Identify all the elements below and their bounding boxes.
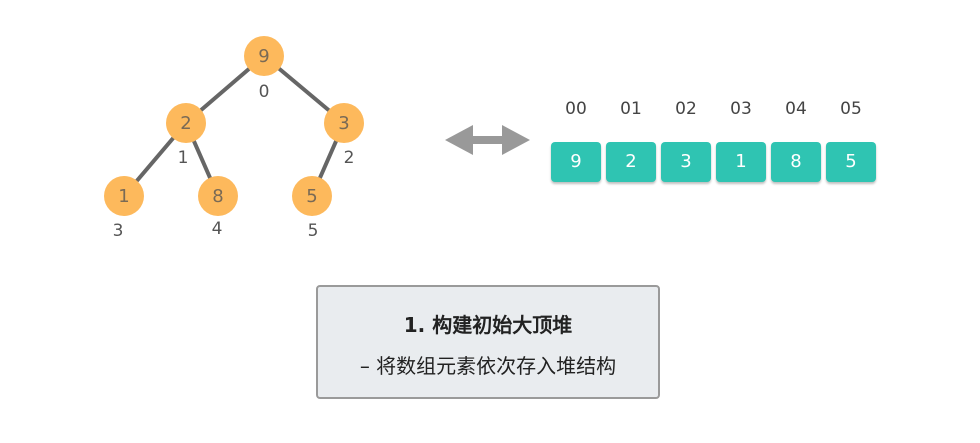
tree-node: 55 xyxy=(292,176,332,241)
array-cell: 9 xyxy=(551,142,601,182)
array-cell: 3 xyxy=(661,142,711,182)
tree-node-value: 9 xyxy=(258,46,269,67)
caption-title: 1. 构建初始大顶堆 xyxy=(403,313,573,337)
tree-node-circle xyxy=(198,176,238,216)
tree-node-value: 5 xyxy=(306,186,317,207)
tree-node-value: 8 xyxy=(212,186,223,207)
array-index: 03 xyxy=(730,99,752,119)
tree-node-circle xyxy=(324,103,364,143)
tree-node: 90 xyxy=(244,36,284,102)
tree-node-circle xyxy=(292,176,332,216)
array-index: 05 xyxy=(840,99,862,119)
array-cell: 1 xyxy=(716,142,766,182)
array-index: 01 xyxy=(620,99,642,119)
tree-node-index: 5 xyxy=(308,221,319,241)
tree-node-circle xyxy=(244,36,284,76)
array-index: 02 xyxy=(675,99,697,119)
tree-node: 84 xyxy=(198,176,238,239)
tree-node: 21 xyxy=(166,103,206,168)
array-cell: 5 xyxy=(826,142,876,182)
tree-node: 13 xyxy=(104,176,144,241)
tree-node-circle xyxy=(166,103,206,143)
tree-node-index: 2 xyxy=(344,148,355,168)
array-index: 04 xyxy=(785,99,807,119)
double-arrow-icon xyxy=(445,125,530,155)
step-caption: 1. 构建初始大顶堆 – 将数组元素依次存入堆结构 xyxy=(316,285,660,399)
array-cell: 2 xyxy=(606,142,656,182)
tree-node-circle xyxy=(104,176,144,216)
array-index: 00 xyxy=(565,99,587,119)
tree-node-index: 0 xyxy=(259,82,270,102)
tree-node: 32 xyxy=(324,103,364,168)
tree-node-value: 3 xyxy=(338,113,349,134)
tree-node-value: 2 xyxy=(180,113,191,134)
caption-subtitle: – 将数组元素依次存入堆结构 xyxy=(359,354,617,378)
tree-node-index: 1 xyxy=(178,148,189,168)
tree-node-index: 4 xyxy=(212,219,223,239)
tree-node-index: 3 xyxy=(113,221,124,241)
array-cell: 8 xyxy=(771,142,821,182)
tree-node-value: 1 xyxy=(118,186,129,207)
